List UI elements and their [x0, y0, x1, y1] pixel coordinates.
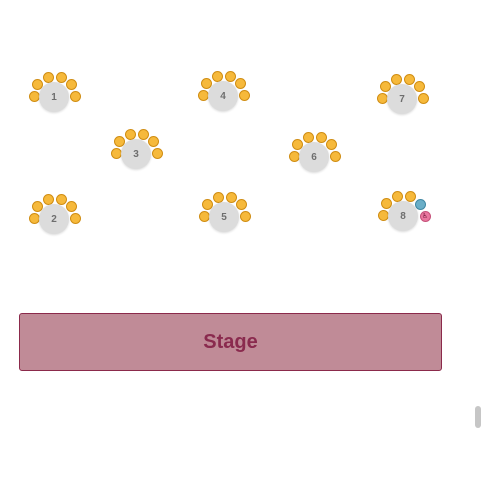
seat-8-2[interactable]	[380, 197, 392, 209]
seat-1-6[interactable]	[69, 90, 81, 102]
seat-3-5[interactable]	[147, 135, 159, 147]
seat-6-4[interactable]	[315, 131, 327, 143]
table-circle[interactable]: 4	[208, 81, 238, 111]
seat-5-3[interactable]	[212, 191, 224, 203]
seat-3-2[interactable]	[113, 135, 125, 147]
seat-7-2[interactable]	[379, 80, 391, 92]
seat-8-3[interactable]	[391, 190, 403, 202]
seat-3-1[interactable]	[110, 147, 122, 159]
table-label: 3	[133, 148, 139, 160]
table-circle[interactable]: 6	[299, 142, 329, 172]
seat-5-5[interactable]	[235, 198, 247, 210]
table-circle[interactable]: 5	[209, 202, 239, 232]
seat-7-4[interactable]	[403, 73, 415, 85]
scrollbar-thumb[interactable]	[475, 406, 481, 428]
seat-5-2[interactable]	[201, 198, 213, 210]
table-circle[interactable]: 1	[39, 82, 69, 112]
seat-7-3[interactable]	[390, 73, 402, 85]
seat-2-5[interactable]	[65, 200, 77, 212]
table-circle[interactable]: 3	[121, 139, 151, 169]
seat-4-5[interactable]	[234, 77, 246, 89]
seat-4-4[interactable]	[224, 70, 236, 82]
stage: Stage	[19, 313, 442, 371]
seat-2-6[interactable]	[69, 212, 81, 224]
seat-8-4[interactable]	[404, 190, 416, 202]
seat-2-2[interactable]	[31, 200, 43, 212]
table-circle[interactable]: 7	[387, 84, 417, 114]
table-label: 8	[400, 210, 406, 222]
seat-3-3[interactable]	[124, 128, 136, 140]
seat-6-3[interactable]	[302, 131, 314, 143]
seat-6-5[interactable]	[325, 138, 337, 150]
seat-7-6[interactable]	[417, 92, 429, 104]
seat-1-2[interactable]	[31, 78, 43, 90]
table-label: 7	[399, 93, 405, 105]
table-label: 4	[220, 90, 226, 102]
seat-5-4[interactable]	[225, 191, 237, 203]
seat-6-2[interactable]	[291, 138, 303, 150]
seat-7-1[interactable]	[376, 92, 388, 104]
seat-4-6[interactable]	[238, 89, 250, 101]
seat-1-3[interactable]	[42, 71, 54, 83]
table-circle[interactable]: 2	[39, 204, 69, 234]
seat-7-5[interactable]	[413, 80, 425, 92]
seat-4-3[interactable]	[211, 70, 223, 82]
seat-4-1[interactable]	[197, 89, 209, 101]
seat-1-1[interactable]	[28, 90, 40, 102]
seat-8-6[interactable]: ♿	[419, 210, 431, 222]
seat-3-6[interactable]	[151, 147, 163, 159]
seat-1-4[interactable]	[55, 71, 67, 83]
seat-2-4[interactable]	[55, 193, 67, 205]
table-label: 1	[51, 91, 57, 103]
seat-6-6[interactable]	[329, 150, 341, 162]
seat-3-4[interactable]	[137, 128, 149, 140]
table-label: 5	[221, 211, 227, 223]
seat-1-5[interactable]	[65, 78, 77, 90]
table-circle[interactable]: 8	[388, 201, 418, 231]
seat-4-2[interactable]	[200, 77, 212, 89]
seat-5-6[interactable]	[239, 210, 251, 222]
wheelchair-icon: ♿	[421, 212, 429, 220]
stage-label: Stage	[203, 330, 258, 353]
table-label: 2	[51, 213, 57, 225]
seat-2-1[interactable]	[28, 212, 40, 224]
seat-8-1[interactable]	[377, 209, 389, 221]
seat-2-3[interactable]	[42, 193, 54, 205]
seat-6-1[interactable]	[288, 150, 300, 162]
seat-8-5[interactable]	[414, 198, 426, 210]
seat-5-1[interactable]	[198, 210, 210, 222]
table-label: 6	[311, 151, 317, 163]
